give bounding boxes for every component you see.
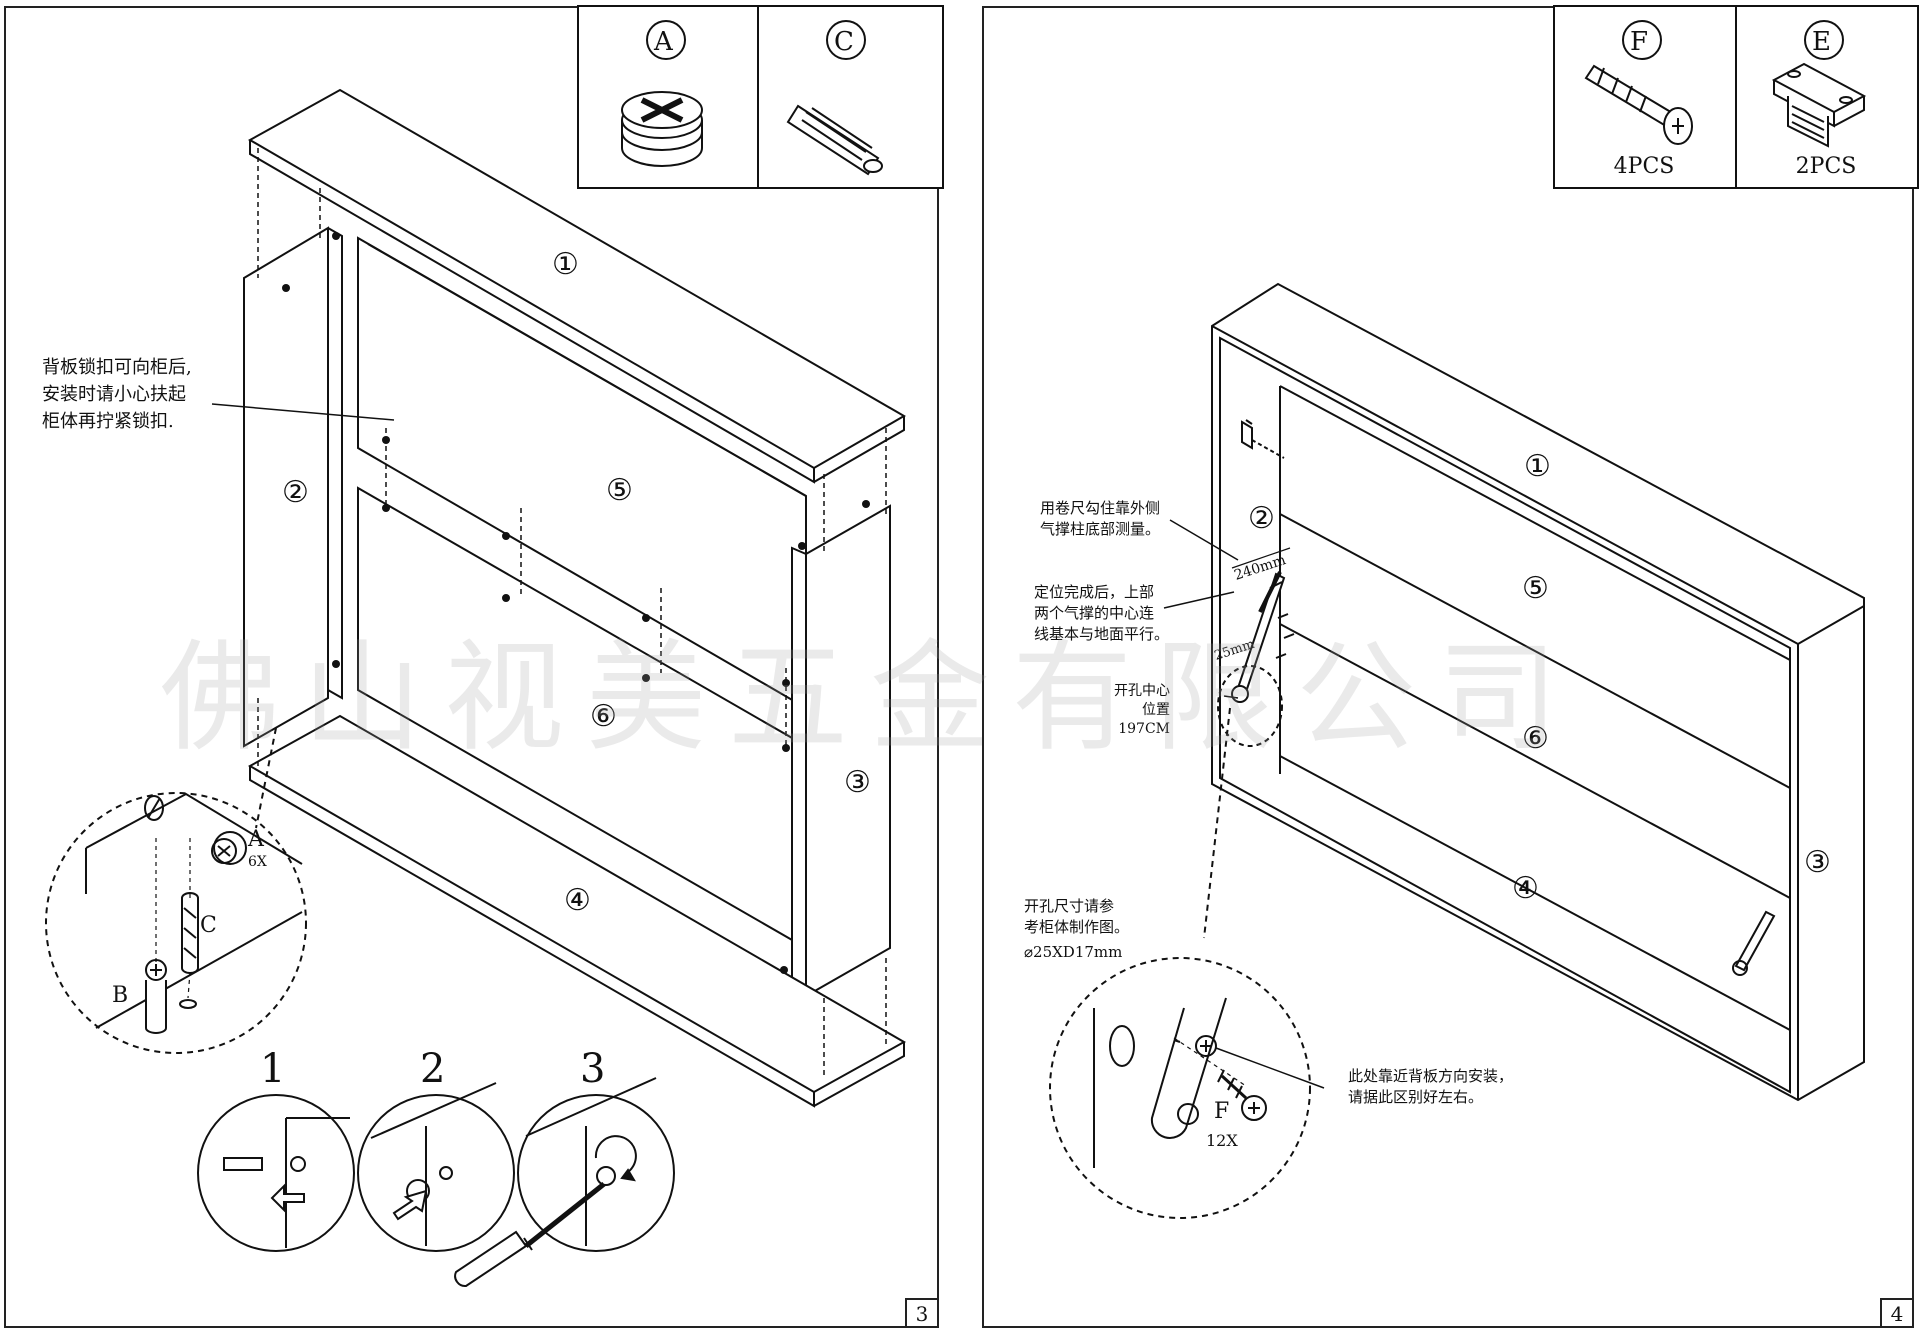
instruction-page-4: F E ① ② ③ ④ ⑤ ⑥ 240mm 25mm F 12X 4PCS 2P… xyxy=(982,5,1919,1328)
panel-label-6: ⑥ xyxy=(590,699,617,734)
note-leader-line xyxy=(211,403,395,421)
assembly-diagram-right: F E ① ② ③ ④ ⑤ ⑥ 240mm 25mm F 12X xyxy=(1049,5,1919,1219)
note-measure: 用卷尺勾住靠外侧 气撑柱底部测量。 xyxy=(1040,499,1161,538)
part-f-quantity: 4PCS xyxy=(1613,154,1675,179)
dowel-icon xyxy=(786,104,883,176)
step-1-detail xyxy=(223,1117,350,1248)
part-a-letter: A xyxy=(653,27,674,57)
panel-label-3: ③ xyxy=(844,765,871,800)
step-3-detail xyxy=(454,1077,657,1288)
panel-label-4-right: ④ xyxy=(1512,871,1539,906)
part-c-letter: C xyxy=(834,27,854,57)
panel-label-2: ② xyxy=(282,475,309,510)
panel-label-2-right: ② xyxy=(1248,501,1275,536)
callout-b: B xyxy=(112,983,128,1008)
step-label-3: 3 xyxy=(580,1046,605,1092)
step-2-circle xyxy=(357,1094,515,1252)
step-label-1: 1 xyxy=(260,1046,285,1092)
note-install-direction: 此处靠近背板方向安装， 请据此区别好左右。 xyxy=(1348,1067,1514,1106)
step-3-circle xyxy=(517,1094,675,1252)
panel-label-1: ① xyxy=(552,247,579,282)
part-e-quantity: 2PCS xyxy=(1795,154,1857,179)
panel-label-6-right: ⑥ xyxy=(1522,721,1549,756)
callout-f: F xyxy=(1214,1099,1229,1124)
step-label-2: 2 xyxy=(420,1046,445,1092)
panel-3-right xyxy=(805,504,891,998)
panel-2-left xyxy=(243,226,329,748)
panel-label-5: ⑤ xyxy=(606,473,633,508)
magnetic-catch-icon xyxy=(1771,62,1867,148)
note-back-panel-lock: 背板锁扣可向柜后, 安装时请小心扶起 柜体再拧紧锁扣. xyxy=(42,357,192,432)
step-1-circle xyxy=(197,1094,355,1252)
hole-spec: ⌀25XD17mm xyxy=(1024,943,1123,961)
detail-circle-left xyxy=(45,792,307,1054)
part-a-badge xyxy=(646,20,686,60)
part-c-badge xyxy=(826,20,866,60)
callout-a: A xyxy=(247,827,265,852)
panel-label-4: ④ xyxy=(564,883,591,918)
instruction-page-3: A C ① ② ③ ④ ⑤ ⑥ A 6X B C 1 2 3 背板锁扣可向柜后,… xyxy=(4,5,944,1328)
callout-c: C xyxy=(200,913,217,938)
note-level: 定位完成后，上部 两个气撑的中心连 线基本与地面平行。 xyxy=(1034,583,1170,643)
screw-icon xyxy=(1584,64,1693,145)
panel-label-1-right: ① xyxy=(1524,449,1551,484)
panel-label-5-right: ⑤ xyxy=(1522,571,1549,606)
note-hole-center: 开孔中心 位置 197CM xyxy=(1114,683,1170,737)
detail-cam-lock xyxy=(85,792,303,1034)
callout-f-qty: 12X xyxy=(1206,1131,1238,1150)
mounted-catch xyxy=(1241,419,1253,450)
part-e-badge xyxy=(1804,20,1844,60)
note-hole-size: 开孔尺寸请参 考柜体制作图。 xyxy=(1024,897,1130,936)
assembly-diagram-left: A C ① ② ③ ④ ⑤ ⑥ A 6X B C 1 2 3 xyxy=(45,5,944,1288)
panel-label-3-right: ③ xyxy=(1804,845,1831,880)
part-e-letter: E xyxy=(1812,27,1831,57)
part-f-badge xyxy=(1622,20,1662,60)
detail-strut-bracket xyxy=(1093,997,1325,1168)
gas-strut-left xyxy=(1231,571,1295,703)
cam-lock-icon xyxy=(621,91,703,167)
step-2-detail xyxy=(370,1082,497,1246)
callout-a-qty: 6X xyxy=(248,854,267,870)
part-f-letter: F xyxy=(1630,27,1648,57)
gas-strut-right xyxy=(1732,910,1776,976)
